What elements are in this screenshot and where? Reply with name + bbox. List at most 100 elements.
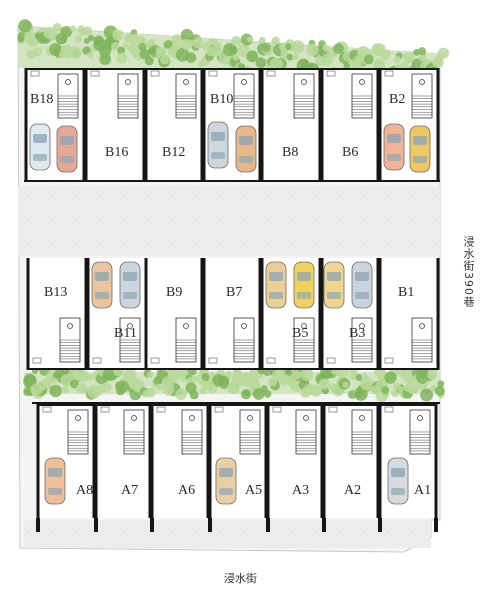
unit-label-a8[interactable]: A8 [76,483,94,498]
shrub [215,42,222,49]
shrub [129,33,139,43]
shrub [117,46,126,55]
car-b3 [351,261,373,309]
shrub [427,369,438,380]
unit-label-a1[interactable]: A1 [414,483,432,498]
party-wall [24,68,28,182]
shrub [122,43,129,50]
shrub [232,53,240,61]
row-b-top [24,68,440,182]
shrub [116,52,128,64]
shrub [260,385,268,393]
shrub [246,36,253,43]
unit-label-b13[interactable]: B13 [44,285,68,300]
car-b11 [119,261,141,309]
back-wall [322,68,378,70]
car-windshield [33,134,47,143]
party-wall [378,258,382,370]
party-wall [200,258,204,370]
shrub [60,36,67,44]
shrub [342,381,349,388]
unit-label-b18[interactable]: B18 [30,92,54,107]
shrub [333,43,344,54]
shrub [159,54,170,65]
toilet [359,79,365,85]
unit-label-b6[interactable]: B6 [342,145,359,160]
car-b5 [265,261,287,309]
shrub [110,41,120,51]
row-b-top-front-line [24,180,440,182]
unit-label-a3[interactable]: A3 [292,483,310,498]
toilet [419,79,425,85]
car-body [207,121,229,169]
unit-label-b9[interactable]: B9 [166,285,183,300]
unit-label-b10[interactable]: B10 [210,92,234,107]
car-a1 [387,457,409,505]
car-windshield [219,468,233,477]
shrub [373,58,386,70]
car-b3 [323,261,345,309]
unit-label-b2[interactable]: B2 [389,92,406,107]
unit-label-a2[interactable]: A2 [344,483,362,498]
car-b10 [207,121,229,169]
unit-label-b3[interactable]: B3 [349,326,366,341]
shrub [60,25,72,38]
shrub [76,383,87,394]
unit-a3 [266,404,324,518]
party-wall [208,404,212,518]
unit-label-b8[interactable]: B8 [282,145,299,160]
shrub [384,49,391,56]
car-body [351,261,373,309]
car-body [409,125,431,173]
unit-label-a5[interactable]: A5 [245,483,263,498]
fixture [208,70,218,77]
shrub [43,27,56,40]
unit-label-a6[interactable]: A6 [178,483,196,498]
car-rear-window [211,152,225,159]
shrub [258,36,266,44]
party-wall [84,258,88,370]
unit-label-b7[interactable]: B7 [226,285,243,300]
shrub [218,378,230,389]
party-wall [82,68,86,182]
shrub [194,36,203,44]
back-wall [146,68,202,70]
shrub [201,373,210,382]
shrub [355,374,363,381]
unit-label-a7[interactable]: A7 [121,483,139,498]
unit-label-b12[interactable]: B12 [162,145,186,160]
party-wall [144,68,148,182]
toilet [241,323,247,329]
car-b2 [383,123,405,171]
fixture [272,406,282,413]
shrub [300,368,314,382]
unit-floor [146,258,202,370]
unit-label-b11[interactable]: B11 [114,326,137,341]
shrub [291,370,302,380]
car-rear-window [297,292,311,299]
shrub [252,388,265,400]
shrub [359,377,374,391]
unit-label-b16[interactable]: B16 [105,145,129,160]
toilet [301,79,307,85]
shrub [318,378,330,390]
car-windshield [269,272,283,281]
fixture [328,406,338,413]
fixture [208,357,218,364]
shrub [437,380,445,388]
shrub [271,36,280,46]
shrub [255,57,267,69]
unit-floor [96,404,150,518]
unit-label-b1[interactable]: B1 [398,285,415,300]
unit-label-b5[interactable]: B5 [292,326,309,341]
shrub [225,370,233,378]
back-wall [380,68,438,70]
car-rear-window [123,292,137,299]
wall-post [208,518,212,532]
toilet [359,323,365,329]
fixture [150,70,160,77]
shrub [263,390,272,398]
toilet [419,323,425,329]
party-wall [320,68,324,182]
